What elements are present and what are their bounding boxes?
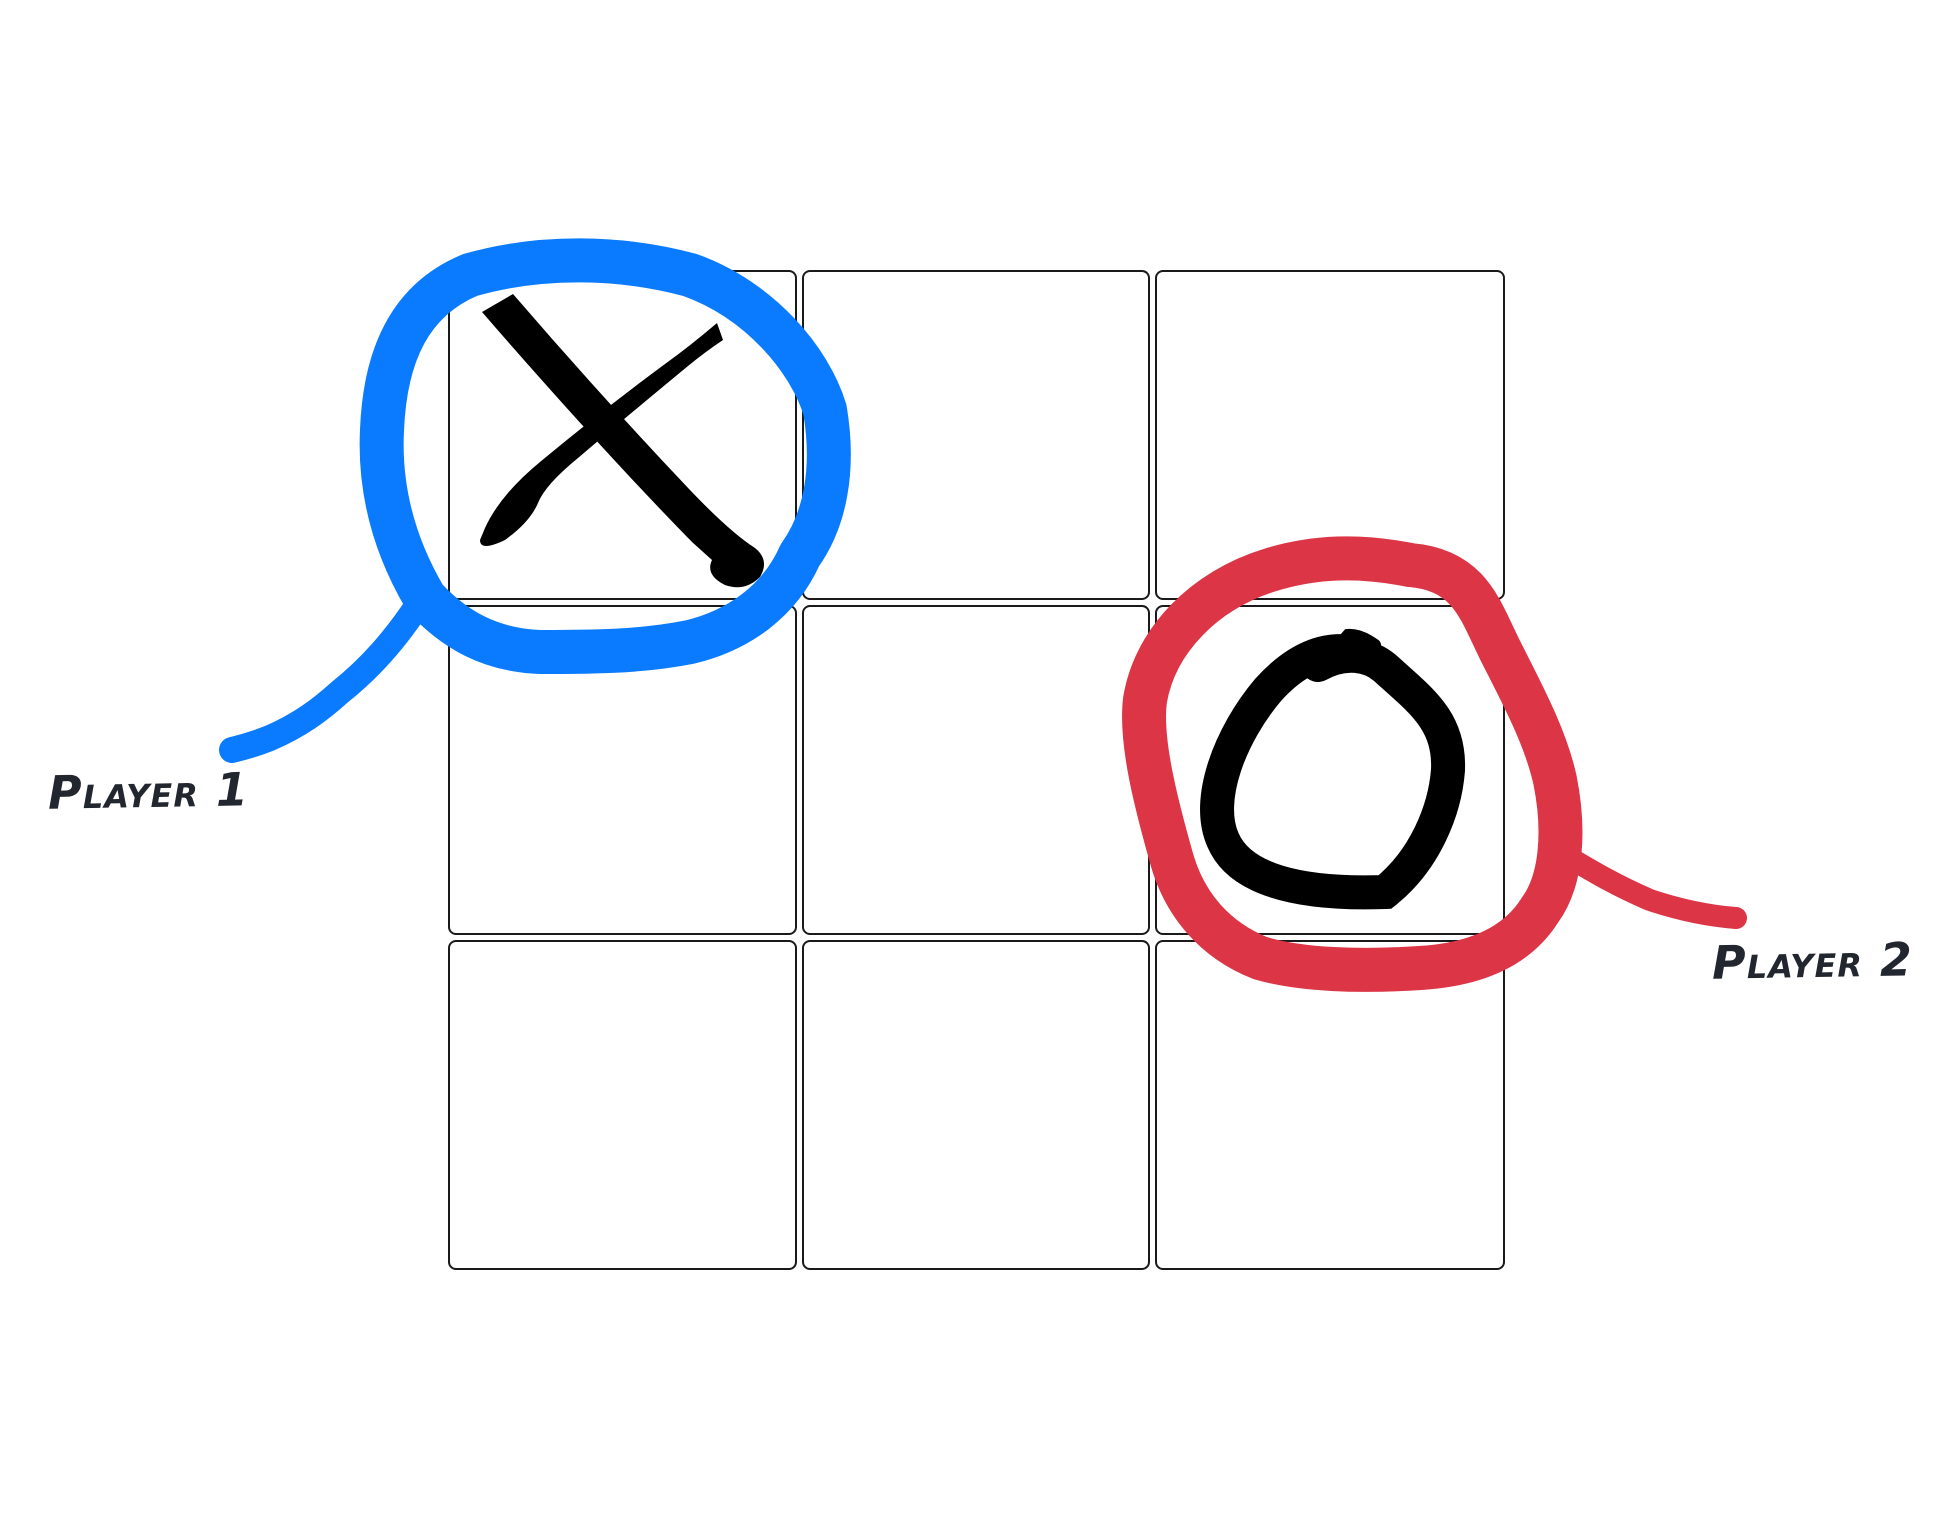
board-cell-4[interactable] <box>448 605 797 935</box>
board-cell-8[interactable] <box>802 940 1150 1270</box>
board-cell-1[interactable] <box>448 270 797 600</box>
board-cell-5[interactable] <box>802 605 1150 935</box>
board-cell-3[interactable] <box>1155 270 1505 600</box>
board-cell-2[interactable] <box>802 270 1150 600</box>
player-2-label: Player 2 <box>1711 932 1914 990</box>
board-cell-7[interactable] <box>448 940 797 1270</box>
player-1-label: Player 1 <box>47 762 250 820</box>
board-cell-9[interactable] <box>1155 940 1505 1270</box>
board-cell-6[interactable] <box>1155 605 1505 935</box>
tic-tac-toe-board <box>448 270 1505 1270</box>
